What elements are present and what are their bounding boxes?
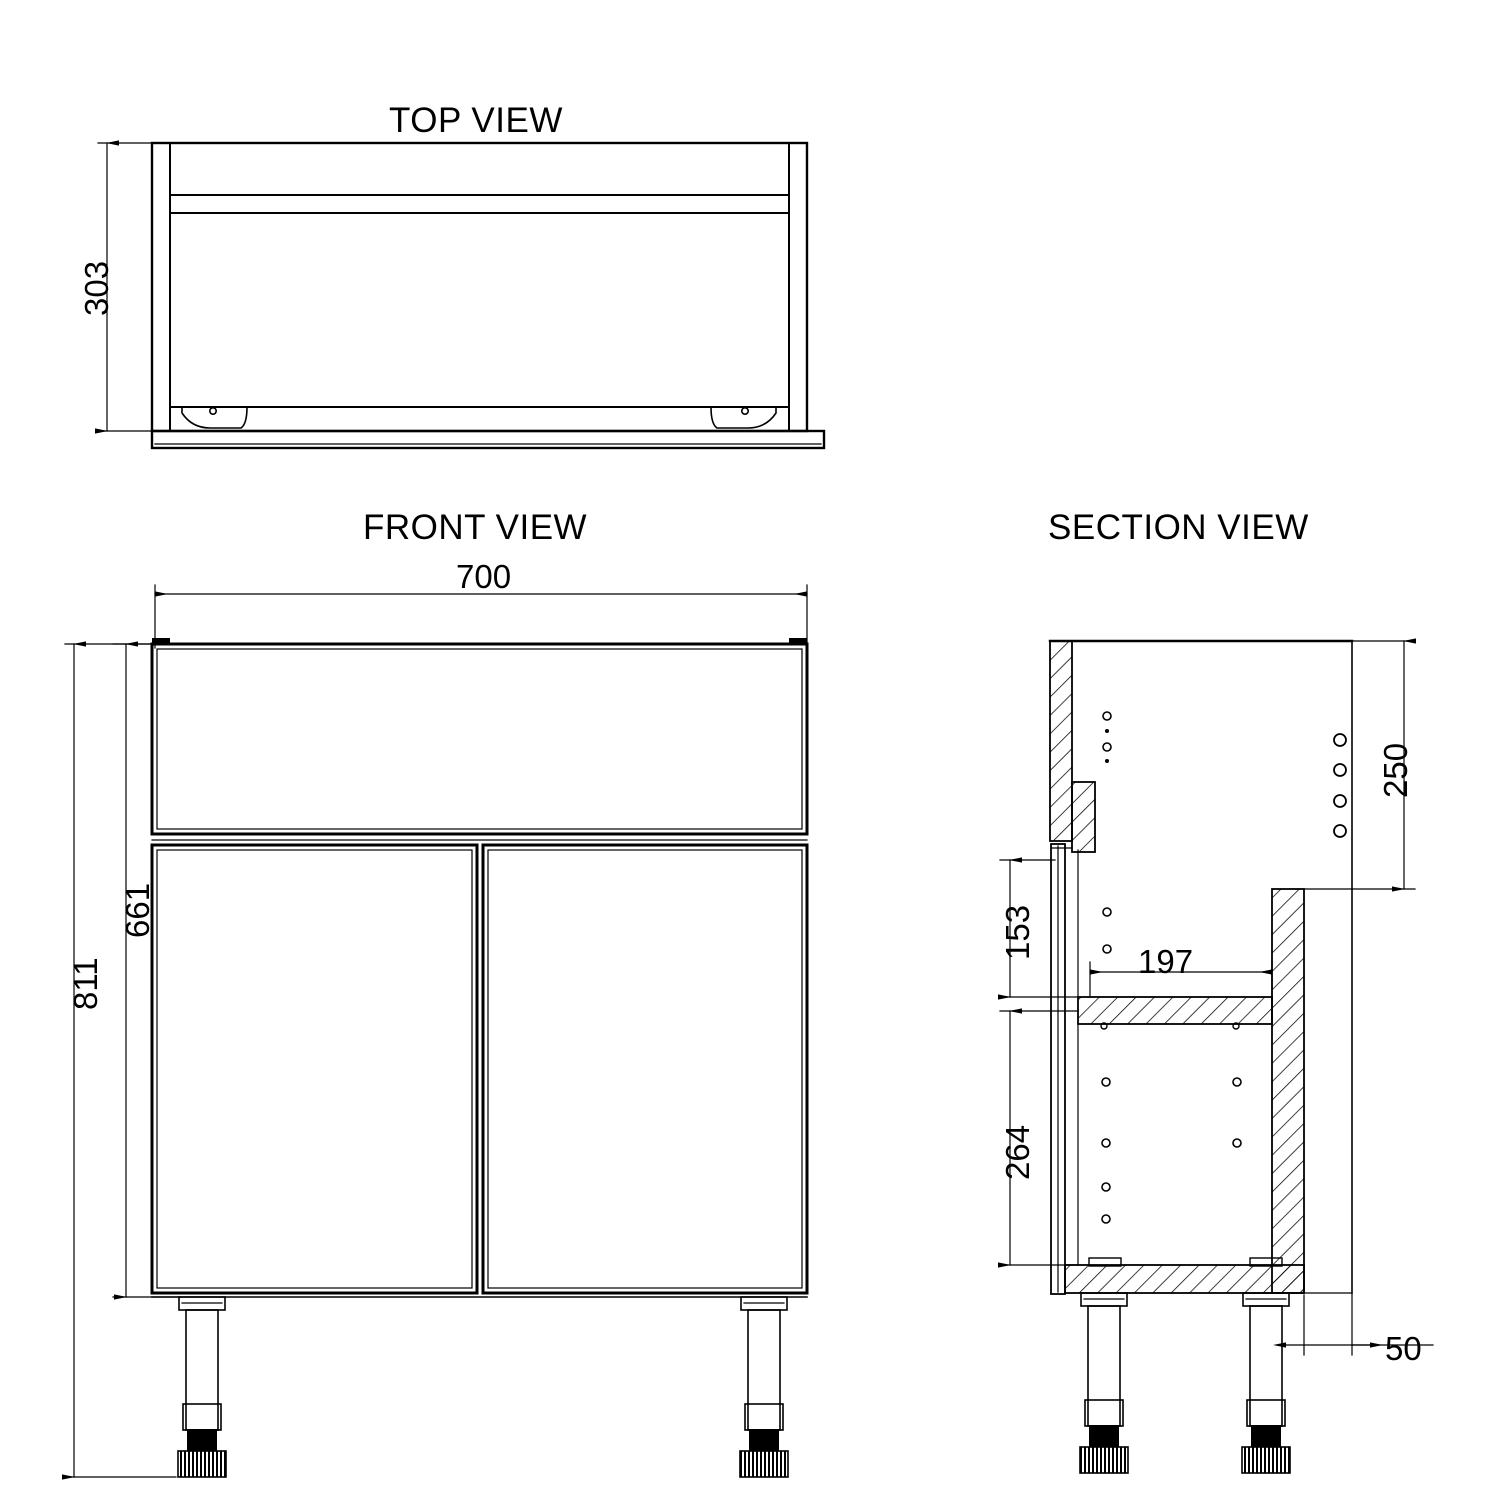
dim-section-shelf-depth xyxy=(1089,961,1273,998)
dim-front-total-height xyxy=(62,641,177,1480)
section-left-leg xyxy=(1079,1292,1129,1474)
dim-front-width xyxy=(154,584,808,649)
front-left-leg xyxy=(177,1296,227,1478)
dim-front-body-height xyxy=(112,641,179,1300)
top-view-geometry xyxy=(150,141,826,450)
dim-front-width-label: 700 xyxy=(456,558,512,595)
front-right-leg xyxy=(739,1296,789,1478)
dim-section-plinth-setback-label: 50 xyxy=(1385,1330,1422,1367)
front-view-title: FRONT VIEW xyxy=(363,508,588,547)
dim-section-door-upper xyxy=(998,857,1079,1000)
dim-section-upper xyxy=(1351,638,1416,892)
dim-section-plinth-setback xyxy=(1273,1292,1434,1356)
section-view-title: SECTION VIEW xyxy=(1048,508,1309,547)
top-view-title: TOP VIEW xyxy=(389,101,563,140)
dim-section-lower xyxy=(998,1008,1079,1268)
front-view-geometry xyxy=(150,638,809,1478)
dim-top-depth xyxy=(95,140,161,434)
section-right-leg xyxy=(1241,1292,1291,1474)
section-view-geometry xyxy=(1048,639,1354,1474)
